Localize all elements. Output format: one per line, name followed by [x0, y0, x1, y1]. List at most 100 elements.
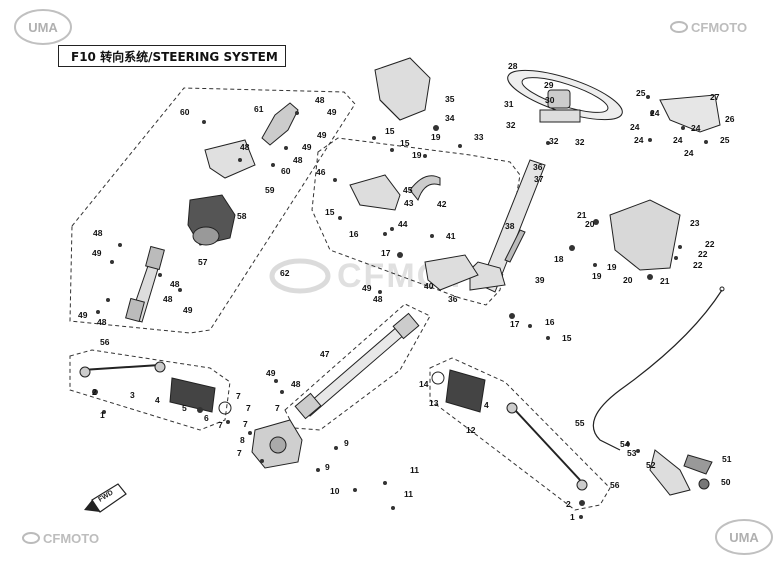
column-bracket-small — [204, 139, 256, 179]
part-number-label: 8 — [240, 435, 245, 445]
part-number-label: 16 — [349, 229, 359, 239]
left-tie-rod — [79, 361, 232, 415]
part-number-label: 24 — [673, 135, 683, 145]
column-linkage — [261, 102, 299, 146]
part-number-label: 46 — [316, 167, 326, 177]
part-number-label: 48 — [315, 95, 325, 105]
part-number-label: 4 — [155, 395, 160, 405]
part-number-label: 22 — [693, 260, 703, 270]
part-number-label: 44 — [398, 219, 408, 229]
part-number-label: 10 — [330, 486, 340, 496]
part-number-label: 60 — [281, 166, 291, 176]
part-number-label: 5 — [182, 403, 187, 413]
part-number-label: 19 — [592, 271, 602, 281]
part-number-label: 48 — [373, 294, 383, 304]
part-number-label: 35 — [445, 94, 455, 104]
part-number-label: 15 — [400, 138, 410, 148]
part-number-label: 48 — [93, 228, 103, 238]
part-number-label: 56 — [100, 337, 110, 347]
column-cover-right — [609, 199, 681, 271]
part-number-label: 47 — [320, 349, 330, 359]
part-number-label: 24 — [630, 122, 640, 132]
part-number-label: 32 — [575, 137, 585, 147]
part-number-label: 31 — [504, 99, 514, 109]
part-number-label: 39 — [535, 275, 545, 285]
part-number-label: 37 — [534, 174, 544, 184]
part-number-label: 48 — [291, 379, 301, 389]
part-number-label: 49 — [317, 130, 327, 140]
tilt-lever — [649, 449, 713, 496]
part-number-label: 25 — [720, 135, 730, 145]
steering-gear — [251, 419, 303, 469]
uma-logo-bottom: UMA — [715, 519, 773, 555]
part-number-label: 17 — [510, 319, 520, 329]
part-number-label: 41 — [446, 231, 456, 241]
part-number-label: 62 — [280, 268, 290, 278]
part-number-label: 9 — [325, 462, 330, 472]
cfmoto-logo-text: CFMOTO — [43, 531, 99, 546]
part-number-label: 48 — [163, 294, 173, 304]
part-number-label: 28 — [508, 61, 518, 71]
part-number-label: 58 — [237, 211, 247, 221]
group-outlines — [69, 87, 611, 511]
part-number-label: 11 — [410, 465, 419, 475]
part-number-label: 15 — [385, 126, 395, 136]
uma-logo-top: UMA — [14, 9, 72, 45]
part-number-label: 36 — [448, 294, 458, 304]
part-number-label: 26 — [725, 114, 735, 124]
part-number-label: 13 — [429, 398, 439, 408]
part-number-label: 49 — [183, 305, 193, 315]
part-number-label: 2 — [92, 387, 97, 397]
part-number-label: 53 — [627, 448, 637, 458]
part-number-label: 7 — [243, 419, 248, 429]
right-tie-rod-group-outline — [429, 357, 611, 511]
tilt-cable — [592, 286, 725, 451]
part-number-label: 50 — [721, 477, 731, 487]
column-bracket-group-outline — [311, 137, 521, 306]
part-number-label: 48 — [170, 279, 180, 289]
trim-cover — [659, 94, 721, 133]
parts — [79, 57, 725, 519]
part-number-label: 19 — [607, 262, 617, 272]
part-number-label: 3 — [130, 390, 135, 400]
part-number-label: 48 — [97, 317, 107, 327]
part-number-label: 22 — [698, 249, 708, 259]
part-number-label: 61 — [254, 104, 264, 114]
part-number-label: 59 — [265, 185, 275, 195]
part-number-label: 16 — [545, 317, 555, 327]
part-number-label: 30 — [545, 95, 555, 105]
cfmoto-logo-top: CFMOTO — [670, 20, 747, 35]
part-number-label: 14 — [419, 379, 429, 389]
part-number-label: 29 — [544, 80, 554, 90]
diagram-title: F10 转向系统/STEERING SYSTEM — [58, 45, 286, 67]
part-number-label: 48 — [293, 155, 303, 165]
part-number-label: 49 — [362, 283, 372, 293]
uma-logo-text: UMA — [28, 20, 58, 35]
part-number-label: 33 — [474, 132, 484, 142]
part-number-label: 17 — [381, 248, 391, 258]
part-number-label: 43 — [404, 198, 414, 208]
part-number-label: 12 — [466, 425, 476, 435]
part-number-label: 24 — [650, 108, 660, 118]
part-number-label: 23 — [690, 218, 700, 228]
part-number-label: 7 — [246, 403, 251, 413]
part-number-label: 6 — [204, 413, 209, 423]
part-number-label: 11 — [404, 489, 413, 499]
part-number-label: 49 — [302, 142, 312, 152]
part-number-label: 55 — [575, 418, 585, 428]
part-number-label: 1 — [570, 512, 575, 522]
part-number-label: 49 — [266, 368, 276, 378]
part-number-label: 56 — [610, 480, 620, 490]
part-number-label: 2 — [566, 499, 571, 509]
part-number-label: 19 — [431, 132, 441, 142]
intermediate-shaft-lower — [294, 312, 420, 420]
part-number-label: 36 — [533, 162, 543, 172]
part-number-label: 42 — [437, 199, 447, 209]
part-number-label: 9 — [344, 438, 349, 448]
part-number-label: 38 — [505, 221, 515, 231]
part-number-label: 20 — [623, 275, 633, 285]
part-number-label: 45 — [403, 185, 413, 195]
steering-column-group-outline — [69, 87, 356, 334]
